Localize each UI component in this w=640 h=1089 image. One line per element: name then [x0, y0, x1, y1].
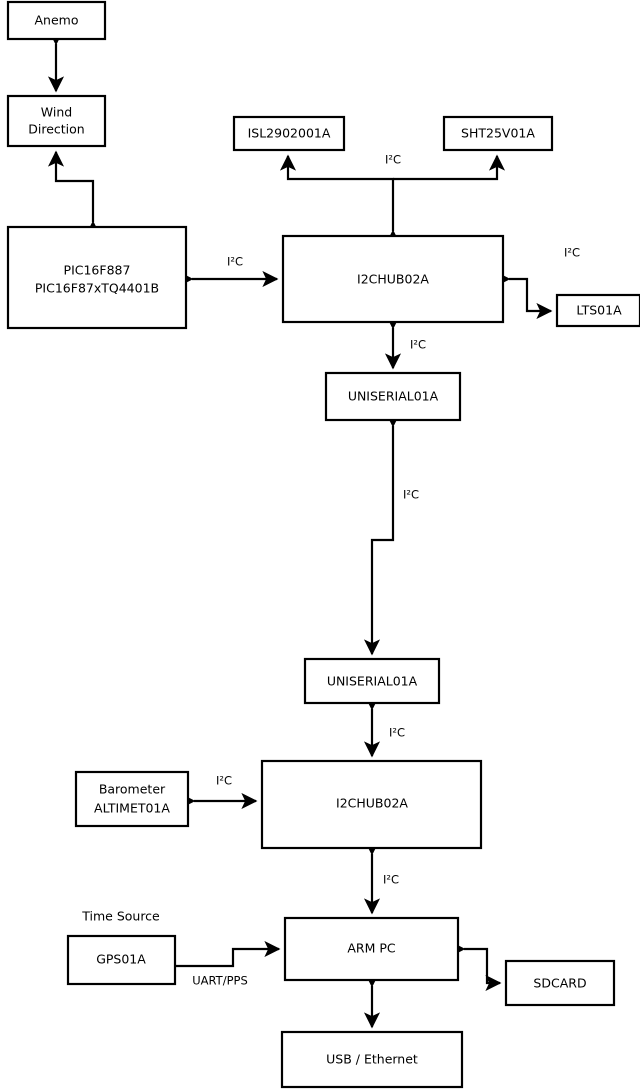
node-pic-label-line1: PIC16F887 — [64, 263, 131, 278]
node-isl2902001a-label: ISL2902001A — [248, 126, 331, 141]
edge-i2chub-bottom-armpc: I²C — [363, 839, 399, 915]
edge-label-i2chub-uniserial: I²C — [410, 338, 426, 352]
node-pic-microcontroller[interactable]: PIC16F887 PIC16F87xTQ4401B — [6, 225, 188, 330]
node-gps01a[interactable]: GPS01A — [66, 934, 177, 986]
node-sht25v01a-box[interactable] — [442, 115, 554, 152]
node-uniserial01a-lower[interactable]: UNISERIAL01A — [303, 657, 441, 705]
edge-label-uniserial-link: I²C — [403, 488, 419, 502]
edge-label-pic-i2chub: I²C — [227, 255, 243, 269]
edge-label-uniserial-i2chub: I²C — [389, 726, 405, 740]
edge-i2chub-isl-sht-bus: I²C — [279, 153, 506, 246]
node-arm-pc-box[interactable] — [283, 916, 460, 982]
node-uniserial01a-lower-box[interactable] — [303, 657, 441, 705]
node-lts01a-label: LTS01A — [576, 303, 622, 318]
node-uniserial01a-upper-label: UNISERIAL01A — [348, 389, 439, 404]
edge-label-uart-pps: UART/PPS — [192, 974, 248, 988]
node-isl2902001a-box[interactable] — [232, 115, 346, 152]
edge-path — [175, 940, 281, 968]
edge-path-sht — [393, 154, 506, 181]
node-wind-direction-label-line1: Wind — [41, 105, 72, 120]
node-sdcard-label: SDCARD — [533, 976, 586, 991]
node-anemo-box[interactable] — [6, 0, 107, 41]
edge-i2chub-uniserial-upper: I²C — [384, 313, 426, 370]
edge-uniserial-upper-lower: I²C — [363, 411, 419, 656]
edge-i2chub-lts01a: I²C — [494, 246, 580, 320]
node-sht25v01a-label: SHT25V01A — [461, 126, 535, 141]
node-i2chub02a-bottom[interactable]: I2CHUB02A — [260, 759, 483, 850]
node-lts01a[interactable]: LTS01A — [555, 293, 640, 328]
node-gps01a-box[interactable] — [66, 934, 177, 986]
node-wind-direction-box[interactable] — [6, 94, 107, 148]
edge-armpc-sdcard — [449, 940, 502, 992]
node-uniserial01a-lower-label: UNISERIAL01A — [327, 674, 418, 689]
node-i2chub02a-top[interactable]: I2CHUB02A — [281, 234, 505, 324]
node-lts01a-box[interactable] — [555, 293, 640, 328]
node-pic-label-line2: PIC16F87xTQ4401B — [35, 281, 159, 296]
edge-barometer-i2chub-bottom: I²C — [179, 774, 258, 810]
node-barometer-altimet01a[interactable]: Barometer ALTIMET01A — [74, 770, 190, 828]
edge-label-i2chub-armpc: I²C — [383, 873, 399, 887]
node-sdcard-box[interactable] — [504, 959, 616, 1007]
node-i2chub02a-bottom-box[interactable] — [260, 759, 483, 850]
node-uniserial01a-upper-box[interactable] — [324, 371, 462, 422]
edge-label-i2chub-bus: I²C — [385, 153, 401, 167]
node-sht25v01a[interactable]: SHT25V01A — [442, 115, 554, 152]
node-uniserial01a-upper[interactable]: UNISERIAL01A — [324, 371, 462, 422]
edge-uniserial-lower-i2chub-bottom: I²C — [363, 694, 405, 758]
node-usb-ethernet-label: USB / Ethernet — [326, 1052, 418, 1067]
node-barometer-label-line1: Barometer — [99, 782, 166, 797]
node-barometer-box[interactable] — [74, 770, 190, 828]
node-barometer-label-line2: ALTIMET01A — [94, 801, 170, 816]
node-arm-pc[interactable]: ARM PC — [283, 916, 460, 982]
node-pic-box[interactable] — [6, 225, 188, 330]
node-sdcard[interactable]: SDCARD — [504, 959, 616, 1007]
edge-gps-armpc: UART/PPS — [175, 940, 281, 988]
node-wind-direction-label-line2: Direction — [28, 122, 84, 137]
edge-pic-wind-direction — [47, 150, 102, 237]
label-time-source: Time Source — [81, 909, 160, 924]
node-i2chub02a-top-label: I2CHUB02A — [357, 272, 429, 287]
node-gps01a-label: GPS01A — [96, 952, 146, 967]
node-anemo-label: Anemo — [35, 13, 79, 28]
node-usb-ethernet-box[interactable] — [280, 1030, 464, 1089]
node-isl2902001a[interactable]: ISL2902001A — [232, 115, 346, 152]
edge-path — [449, 940, 502, 992]
edge-path-isl — [279, 154, 402, 246]
edge-path — [47, 150, 102, 237]
node-anemo[interactable]: Anemo — [6, 0, 107, 41]
node-arm-pc-label: ARM PC — [347, 941, 396, 956]
node-wind-direction[interactable]: Wind Direction — [6, 94, 107, 148]
edge-pic-i2chub-top: I²C — [177, 255, 279, 288]
edge-path — [363, 411, 402, 656]
node-i2chub02a-bottom-label: I2CHUB02A — [336, 796, 408, 811]
edge-label-i2chub-lts: I²C — [564, 246, 580, 260]
edge-path — [494, 270, 553, 320]
edge-label-barometer-i2chub: I²C — [216, 774, 232, 788]
node-i2chub02a-top-box[interactable] — [281, 234, 505, 324]
node-usb-ethernet[interactable]: USB / Ethernet — [280, 1030, 464, 1089]
